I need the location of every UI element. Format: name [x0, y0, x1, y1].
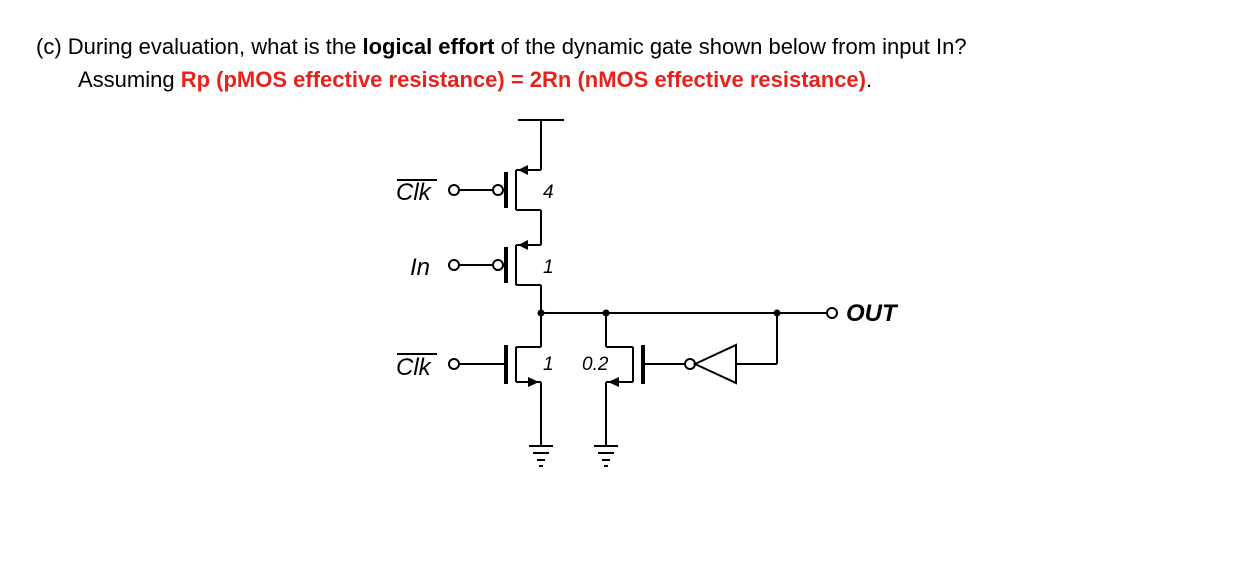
keeper-size-label: 0.2 [582, 354, 609, 375]
clk-bar-top-label: Clk [396, 179, 433, 206]
out-terminal [826, 307, 838, 319]
pmos-clk-size-label: 4 [543, 182, 554, 203]
question-prefix: (c) During evaluation, what is the [36, 34, 363, 59]
question-line-1: (c) During evaluation, what is the logic… [36, 30, 1236, 63]
pmos-clk-transistor [448, 165, 541, 211]
pmos-in-size-label: 1 [543, 257, 554, 278]
keeper-nmos-transistor [605, 313, 684, 387]
in-terminal [448, 259, 460, 271]
question-middle: of the dynamic gate shown below from inp… [494, 34, 967, 59]
clk-top-terminal [448, 184, 460, 196]
pmos-in-transistor [448, 240, 541, 286]
nmos-clk-transistor [448, 345, 541, 387]
assumption-suffix: . [866, 67, 873, 92]
junction-dot [537, 309, 545, 317]
in-label: In [410, 254, 430, 281]
question-bold-term: logical effort [362, 34, 495, 59]
ground-symbol [529, 445, 553, 467]
ground-symbol [594, 445, 618, 467]
assumption-text: Rp (pMOS effective resistance) = 2Rn (nM… [180, 67, 866, 92]
question-text: (c) During evaluation, what is the logic… [36, 30, 1236, 96]
nmos-clk-size-label: 1 [543, 354, 554, 375]
feedback-inverter [684, 313, 778, 385]
out-label: OUT [846, 300, 899, 327]
clk-bar-bottom-label: Clk [396, 354, 433, 381]
assumption-prefix: Assuming [78, 67, 181, 92]
clk-bottom-terminal [448, 358, 460, 370]
question-line-2: Assuming Rp (pMOS effective resistance) … [36, 63, 1236, 96]
